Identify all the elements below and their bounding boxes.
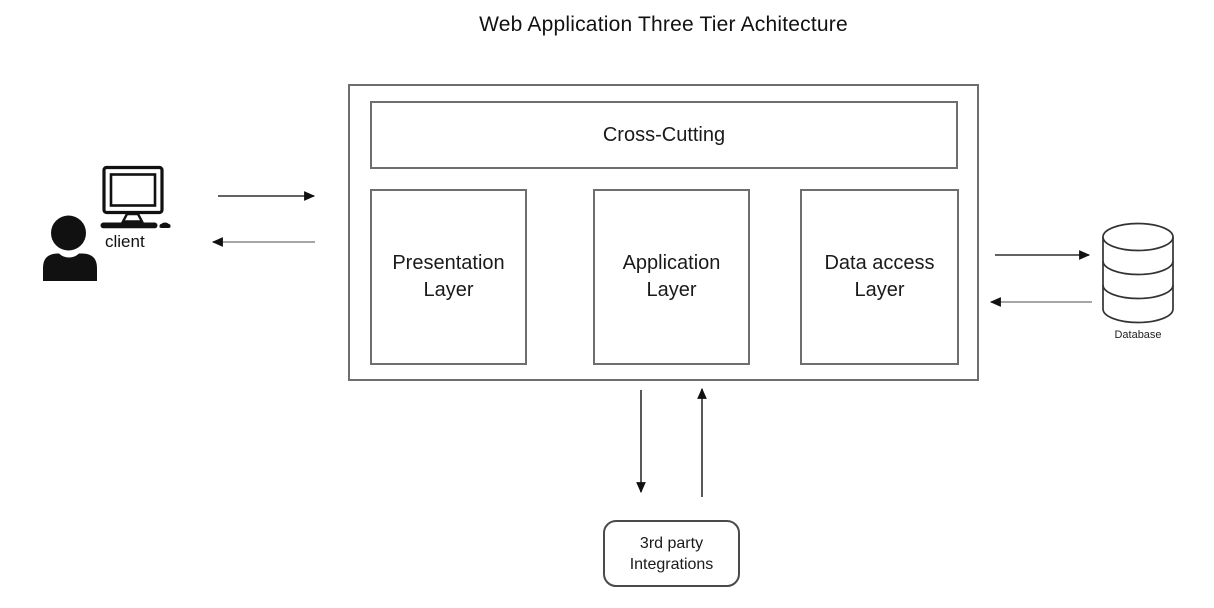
database-cylinder-icon <box>1102 222 1174 324</box>
presentation-layer-label-line1: Presentation <box>392 252 505 274</box>
diagram-title: Web Application Three Tier Achitecture <box>479 13 848 36</box>
presentation-layer-label-line2: Layer <box>423 279 474 301</box>
database-label: Database <box>1114 329 1162 341</box>
third-party-label-line2: Integrations <box>629 555 714 573</box>
person-icon <box>43 215 97 281</box>
application-layer-box: Application Layer <box>593 189 750 365</box>
third-party-integrations-box: 3rd party Integrations <box>603 520 740 587</box>
data-access-layer-label-line1: Data access <box>824 252 935 274</box>
client-label: client <box>105 232 145 251</box>
application-layer-label-line1: Application <box>622 252 721 274</box>
third-party-label-line1: 3rd party <box>639 534 704 552</box>
cross-cutting-label: Cross-Cutting <box>602 123 726 146</box>
data-access-layer-label-line2: Layer <box>854 279 905 301</box>
data-access-layer-box: Data access Layer <box>800 189 959 365</box>
desktop-computer-icon <box>100 165 171 229</box>
presentation-layer-box: Presentation Layer <box>370 189 527 365</box>
application-layer-label-line2: Layer <box>646 279 697 301</box>
cross-cutting-box: Cross-Cutting <box>370 101 958 169</box>
